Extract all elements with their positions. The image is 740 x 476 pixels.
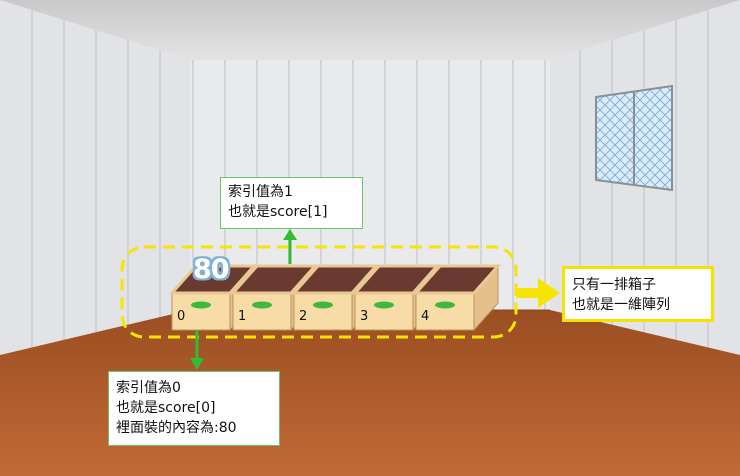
callout-one-dimensional: 只有一排箱子 也就是一維陣列 — [562, 266, 714, 322]
array-boxes — [168, 264, 502, 332]
index-label-4: 4 — [421, 309, 430, 324]
callout-index-0-line2: 也就是score[0] — [116, 400, 216, 416]
arrow-to-index-0 — [190, 330, 204, 370]
box-1-handle-icon — [252, 301, 272, 309]
callout-one-dimensional-line2: 也就是一維陣列 — [572, 297, 670, 313]
index-label-2: 2 — [299, 309, 308, 324]
window-icon — [595, 84, 673, 192]
callout-index-0: 索引值為0 也就是score[0] 裡面裝的內容為:80 — [108, 371, 280, 446]
array-box-4 — [412, 264, 502, 332]
callout-one-dimensional-line1: 只有一排箱子 — [572, 277, 656, 293]
box-3-handle-icon — [374, 301, 394, 309]
index-label-3: 3 — [360, 309, 369, 324]
box-0-handle-icon — [191, 301, 211, 309]
index-label-0: 0 — [177, 309, 186, 324]
arrow-to-explanation — [516, 278, 560, 308]
ceiling — [0, 0, 740, 60]
callout-index-0-line1: 索引值為0 — [116, 380, 181, 396]
box-4-handle-icon — [435, 301, 455, 309]
index-label-1: 1 — [238, 309, 247, 324]
box-2-handle-icon — [313, 301, 333, 309]
callout-index-1-line2: 也就是score[1] — [228, 204, 328, 220]
box-0-value: 80 — [193, 254, 230, 285]
arrow-to-index-1 — [283, 229, 297, 264]
callout-index-1: 索引值為1 也就是score[1] — [220, 177, 363, 229]
callout-index-0-line3: 裡面裝的內容為:80 — [116, 420, 237, 436]
callout-index-1-line1: 索引值為1 — [228, 184, 293, 200]
